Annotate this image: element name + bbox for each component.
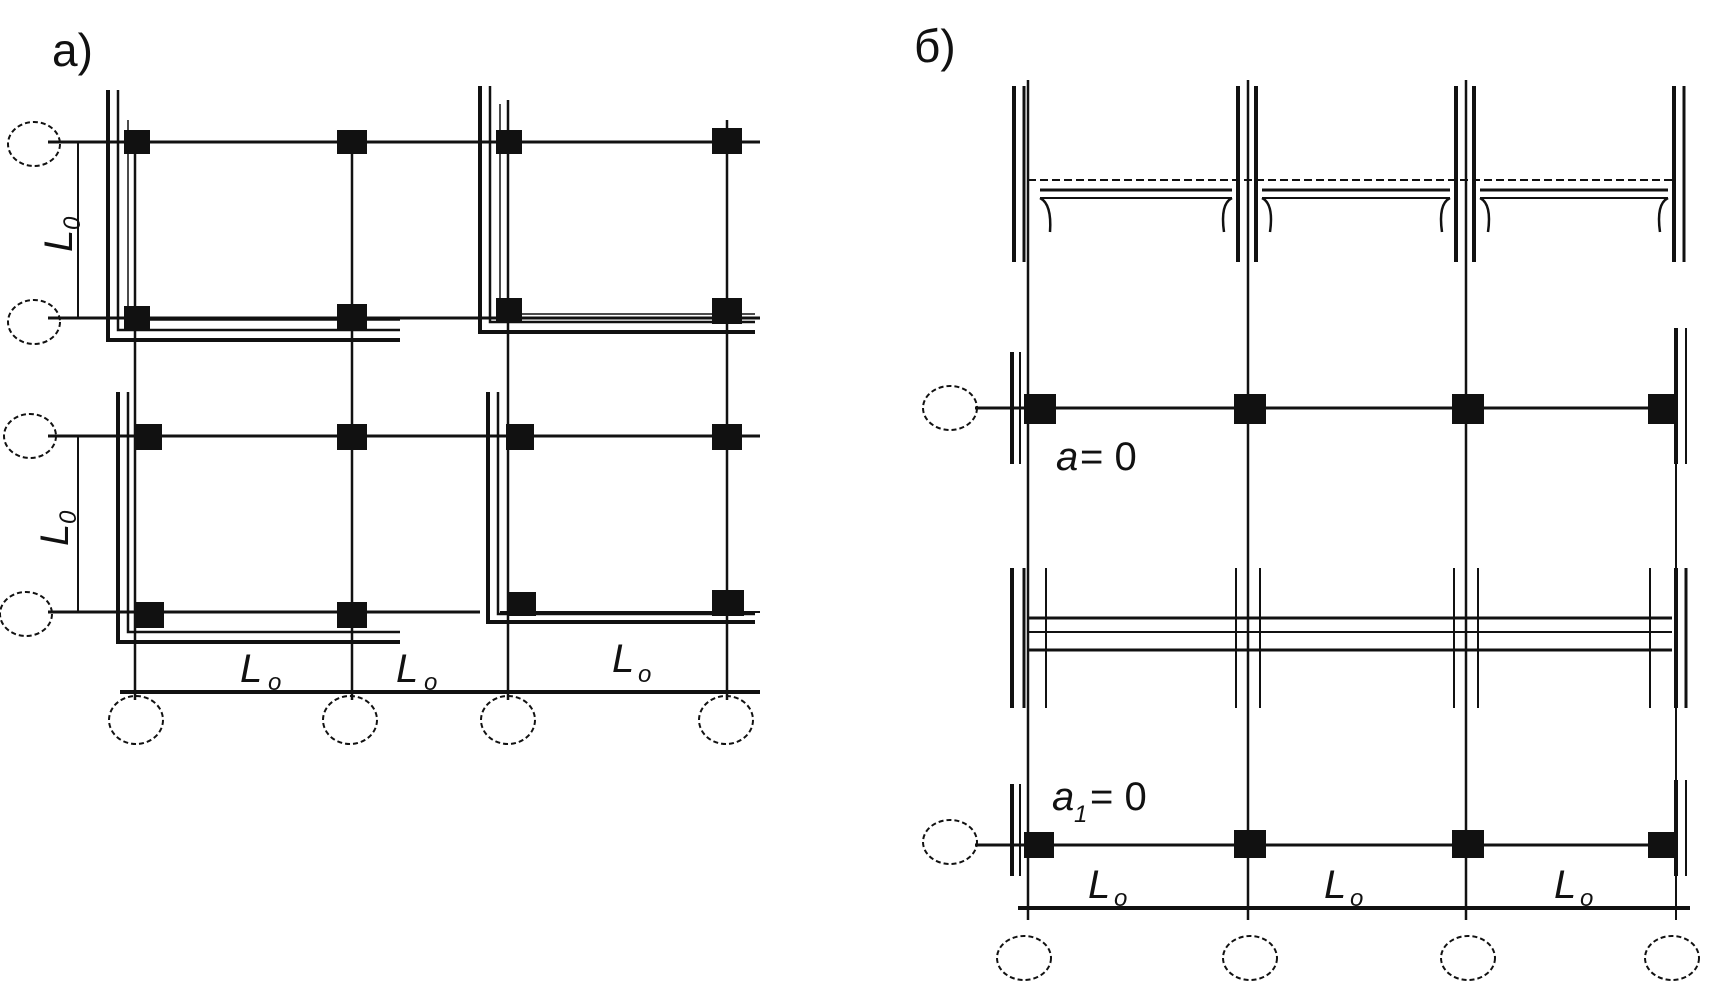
panel-b	[922, 80, 1700, 981]
panel-b-columns	[1024, 394, 1678, 858]
dim-subscript: 0	[59, 216, 86, 230]
column	[337, 304, 367, 330]
column	[1234, 830, 1266, 858]
axis-bubble	[1222, 935, 1278, 981]
panel-a-label: а)	[52, 24, 93, 76]
dim-subscript: o	[424, 669, 437, 696]
dim-subscript: o	[1580, 885, 1593, 912]
dim-horizontal-2: L o	[1324, 863, 1363, 912]
dim-letter: L	[1324, 863, 1346, 907]
panel-a	[0, 86, 760, 745]
axis-bubble	[3, 413, 57, 459]
column	[337, 130, 367, 154]
column	[508, 592, 536, 616]
wall	[106, 90, 400, 342]
dim-letter: L	[240, 647, 262, 691]
column	[1648, 394, 1678, 424]
wall	[488, 86, 755, 324]
axis-bubble	[1440, 935, 1496, 981]
column	[124, 130, 150, 154]
axis-bubble	[7, 299, 61, 345]
dim-letter: L	[1088, 863, 1110, 907]
dim-subscript: o	[1350, 885, 1363, 912]
column	[506, 424, 534, 450]
wall	[116, 90, 400, 332]
equation-a1: a 1 = 0	[1052, 775, 1147, 828]
dim-letter: L	[1554, 863, 1576, 907]
column	[712, 590, 744, 616]
column	[134, 602, 164, 628]
dim-subscript: 0	[55, 510, 82, 524]
dim-horizontal-3: L o	[612, 637, 651, 688]
axis-bubble	[480, 695, 536, 745]
dim-letter: L	[396, 647, 418, 691]
axis-bubble	[108, 695, 164, 745]
equation-a: a = 0	[1056, 435, 1137, 479]
column	[1452, 394, 1484, 424]
column	[337, 602, 367, 628]
column	[337, 424, 367, 450]
column	[712, 298, 742, 324]
beam-band	[1010, 568, 1688, 708]
column	[1234, 394, 1266, 424]
equation-variable: a	[1052, 775, 1074, 819]
column	[496, 130, 522, 154]
panel-a-columns	[124, 128, 744, 628]
dim-subscript: o	[638, 661, 651, 688]
axis-bubble	[0, 591, 53, 637]
equation-rest: = 0	[1090, 775, 1147, 819]
wall	[486, 392, 755, 624]
dim-horizontal-1: L o	[1088, 863, 1127, 912]
axis-bubble	[7, 121, 61, 167]
column	[1452, 830, 1484, 858]
dim-horizontal-3: L o	[1554, 863, 1593, 912]
dim-letter: L	[612, 637, 634, 681]
equation-variable: a	[1056, 435, 1078, 479]
dim-vertical-bottom: L 0	[33, 510, 82, 546]
panel-b-label: б)	[914, 20, 956, 72]
dim-letter: L	[33, 524, 77, 546]
wall	[116, 392, 400, 644]
column	[1648, 832, 1678, 858]
column	[1024, 832, 1054, 858]
wall	[478, 86, 755, 334]
dim-vertical-top: L 0	[37, 216, 86, 252]
dim-subscript: o	[1114, 885, 1127, 912]
side-wall	[1010, 780, 1687, 876]
column	[134, 424, 162, 450]
dim-horizontal-2: L o	[396, 647, 437, 696]
equation-rest: = 0	[1080, 435, 1137, 479]
axis-bubble	[922, 819, 978, 865]
dim-horizontal-1: L o	[240, 647, 281, 696]
axis-bubble	[322, 695, 378, 745]
wall	[126, 392, 400, 634]
column	[712, 128, 742, 154]
column	[712, 424, 742, 450]
axis-bubble	[698, 695, 754, 745]
column	[124, 306, 150, 330]
equation-subscript: 1	[1074, 801, 1087, 828]
column	[1024, 394, 1056, 424]
dim-letter: L	[37, 230, 81, 252]
axis-bubble	[1644, 935, 1700, 981]
axis-bubble	[922, 385, 978, 431]
axis-bubble	[996, 935, 1052, 981]
wall	[496, 392, 755, 616]
top-wall-section	[1012, 86, 1686, 262]
dim-subscript: o	[268, 669, 281, 696]
column	[496, 298, 522, 322]
